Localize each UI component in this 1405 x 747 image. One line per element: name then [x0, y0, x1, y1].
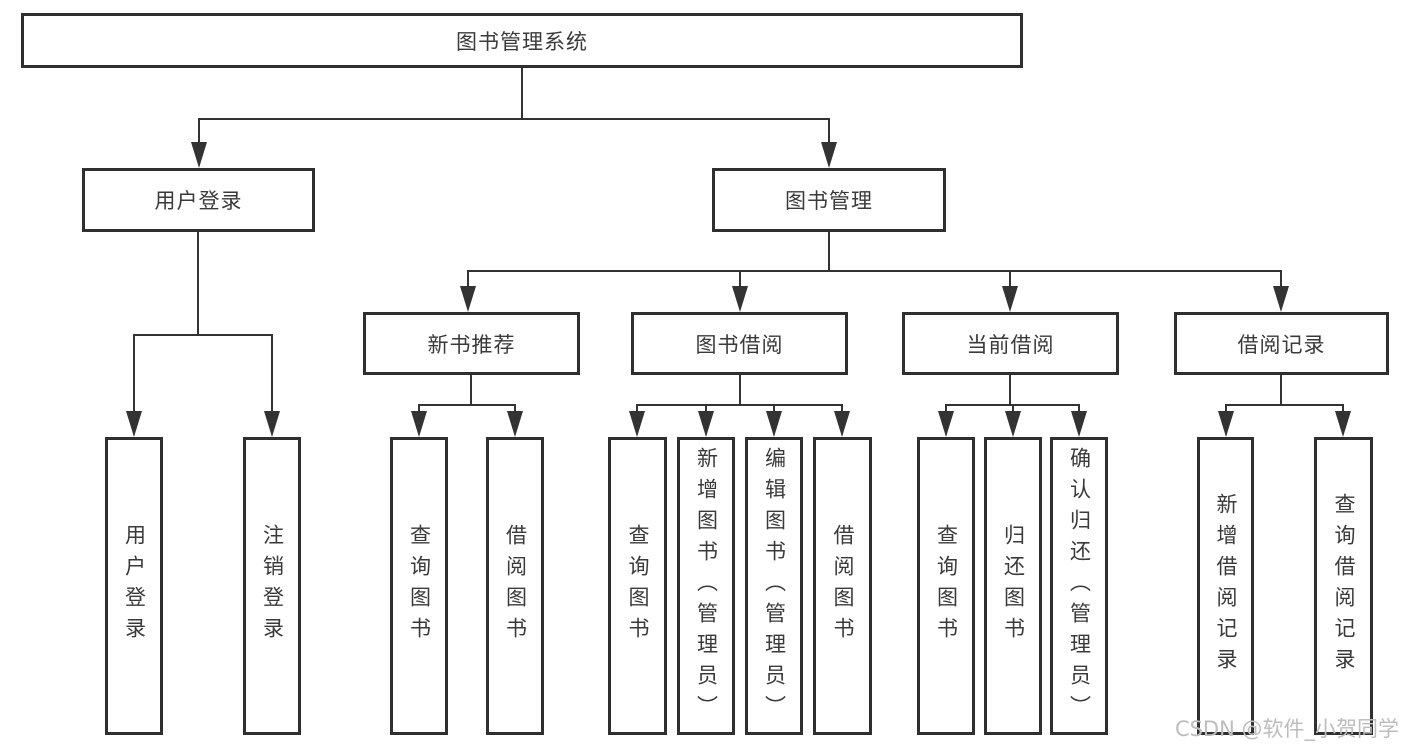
- leaf-label: 查询图书: [626, 524, 650, 648]
- connector-drop: [1009, 270, 1011, 290]
- arrowhead-down-icon: [834, 411, 850, 437]
- connector-rail: [1225, 404, 1344, 406]
- node-current-borrowing: 当前借阅: [902, 312, 1119, 375]
- node-root-library-system: 图书管理系统: [21, 13, 1023, 68]
- arrowhead-down-icon: [938, 411, 954, 437]
- leaf-add-books-admin: 新增图书（管理员）: [677, 437, 735, 735]
- connector-trunk-user-login: [197, 232, 199, 336]
- connector-drop: [636, 404, 638, 415]
- node-book-borrowing: 图书借阅: [631, 312, 848, 375]
- leaf-query-books-current: 查询图书: [917, 437, 975, 735]
- connector-drop: [1012, 404, 1014, 415]
- node-new-book-recommend: 新书推荐: [363, 312, 580, 375]
- node-label: 图书管理: [785, 189, 873, 213]
- connector-trunk-root: [521, 68, 523, 119]
- connector-rail: [636, 404, 843, 406]
- leaf-label: 用户登录: [122, 524, 147, 648]
- leaf-borrow-books-recommend: 借阅图书: [486, 437, 544, 735]
- arrowhead-down-icon: [507, 411, 523, 437]
- node-book-management: 图书管理: [712, 168, 946, 232]
- leaf-add-borrow-record: 新增借阅记录: [1197, 437, 1254, 735]
- connector-drop: [841, 404, 843, 415]
- node-borrowing-records: 借阅记录: [1174, 312, 1389, 375]
- connector-drop: [739, 270, 741, 290]
- arrowhead-down-icon: [821, 142, 837, 168]
- connector-trunk: [1280, 375, 1282, 406]
- arrowhead-down-icon: [766, 411, 782, 437]
- leaf-label: 新增借阅记录: [1214, 493, 1238, 679]
- csdn-watermark: CSDN @软件_小贺同学: [1174, 717, 1399, 741]
- arrowhead-down-icon: [629, 411, 645, 437]
- connector-drop: [514, 404, 516, 415]
- connector-drop: [133, 334, 135, 414]
- leaf-edit-books-admin: 编辑图书（管理员）: [745, 437, 803, 735]
- connector-rail-level1: [198, 118, 830, 120]
- arrowhead-down-icon: [698, 411, 714, 437]
- connector-rail-level2: [467, 270, 1282, 272]
- connector-rail-user-login: [133, 334, 273, 336]
- connector-drop: [945, 404, 947, 415]
- connector-drop: [1342, 404, 1344, 415]
- arrowhead-down-icon: [1273, 286, 1289, 312]
- node-user-login: 用户登录: [82, 168, 315, 232]
- connector-drop: [828, 118, 830, 146]
- connector-rail: [418, 404, 516, 406]
- leaf-label: 借阅图书: [503, 524, 528, 648]
- leaf-confirm-return-admin: 确认归还（管理员）: [1050, 437, 1108, 735]
- connector-drop: [198, 118, 200, 146]
- connector-trunk: [739, 375, 741, 406]
- arrowhead-down-icon: [1218, 411, 1234, 437]
- leaf-query-borrow-record: 查询借阅记录: [1314, 437, 1373, 735]
- leaf-label: 编辑图书（管理员）: [762, 446, 787, 726]
- leaf-label: 借阅图书: [831, 524, 855, 648]
- connector-trunk: [1009, 375, 1011, 406]
- arrowhead-down-icon: [126, 411, 142, 437]
- node-label: 当前借阅: [966, 332, 1055, 357]
- arrowhead-down-icon: [411, 411, 427, 437]
- arrowhead-down-icon: [264, 411, 280, 437]
- arrowhead-down-icon: [1335, 411, 1351, 437]
- leaf-label: 确认归还（管理员）: [1067, 446, 1092, 726]
- connector-drop: [705, 404, 707, 415]
- connector-drop: [1280, 270, 1282, 290]
- arrowhead-down-icon: [732, 286, 748, 312]
- node-label: 图书管理系统: [456, 29, 588, 54]
- node-label: 图书借阅: [695, 332, 784, 357]
- leaf-user-login: 用户登录: [105, 437, 163, 735]
- connector-drop: [1225, 404, 1227, 415]
- arrowhead-down-icon: [1071, 411, 1087, 437]
- leaf-label: 查询图书: [934, 524, 959, 648]
- connector-drop: [418, 404, 420, 415]
- leaf-borrow-books: 借阅图书: [813, 437, 872, 735]
- leaf-label: 查询借阅记录: [1332, 493, 1356, 679]
- arrowhead-down-icon: [460, 286, 476, 312]
- arrowhead-down-icon: [191, 142, 207, 168]
- connector-drop: [773, 404, 775, 415]
- connector-drop: [467, 270, 469, 290]
- leaf-label: 归还图书: [1001, 524, 1026, 648]
- leaf-label: 新增图书（管理员）: [694, 446, 719, 726]
- leaf-query-books-recommend: 查询图书: [390, 437, 448, 735]
- arrowhead-down-icon: [1002, 286, 1018, 312]
- leaf-label: 注销登录: [260, 524, 285, 648]
- connector-trunk-book-management: [828, 232, 830, 272]
- connector-drop: [1078, 404, 1080, 415]
- node-label: 借阅记录: [1237, 332, 1326, 357]
- leaf-query-books-borrowing: 查询图书: [608, 437, 667, 735]
- arrowhead-down-icon: [1005, 411, 1021, 437]
- connector-drop: [271, 334, 273, 414]
- connector-trunk: [470, 375, 472, 406]
- leaf-label: 查询图书: [407, 524, 432, 648]
- leaf-return-books: 归还图书: [984, 437, 1042, 735]
- node-label: 新书推荐: [427, 332, 516, 357]
- node-label: 用户登录: [154, 189, 243, 213]
- leaf-logout: 注销登录: [243, 437, 301, 735]
